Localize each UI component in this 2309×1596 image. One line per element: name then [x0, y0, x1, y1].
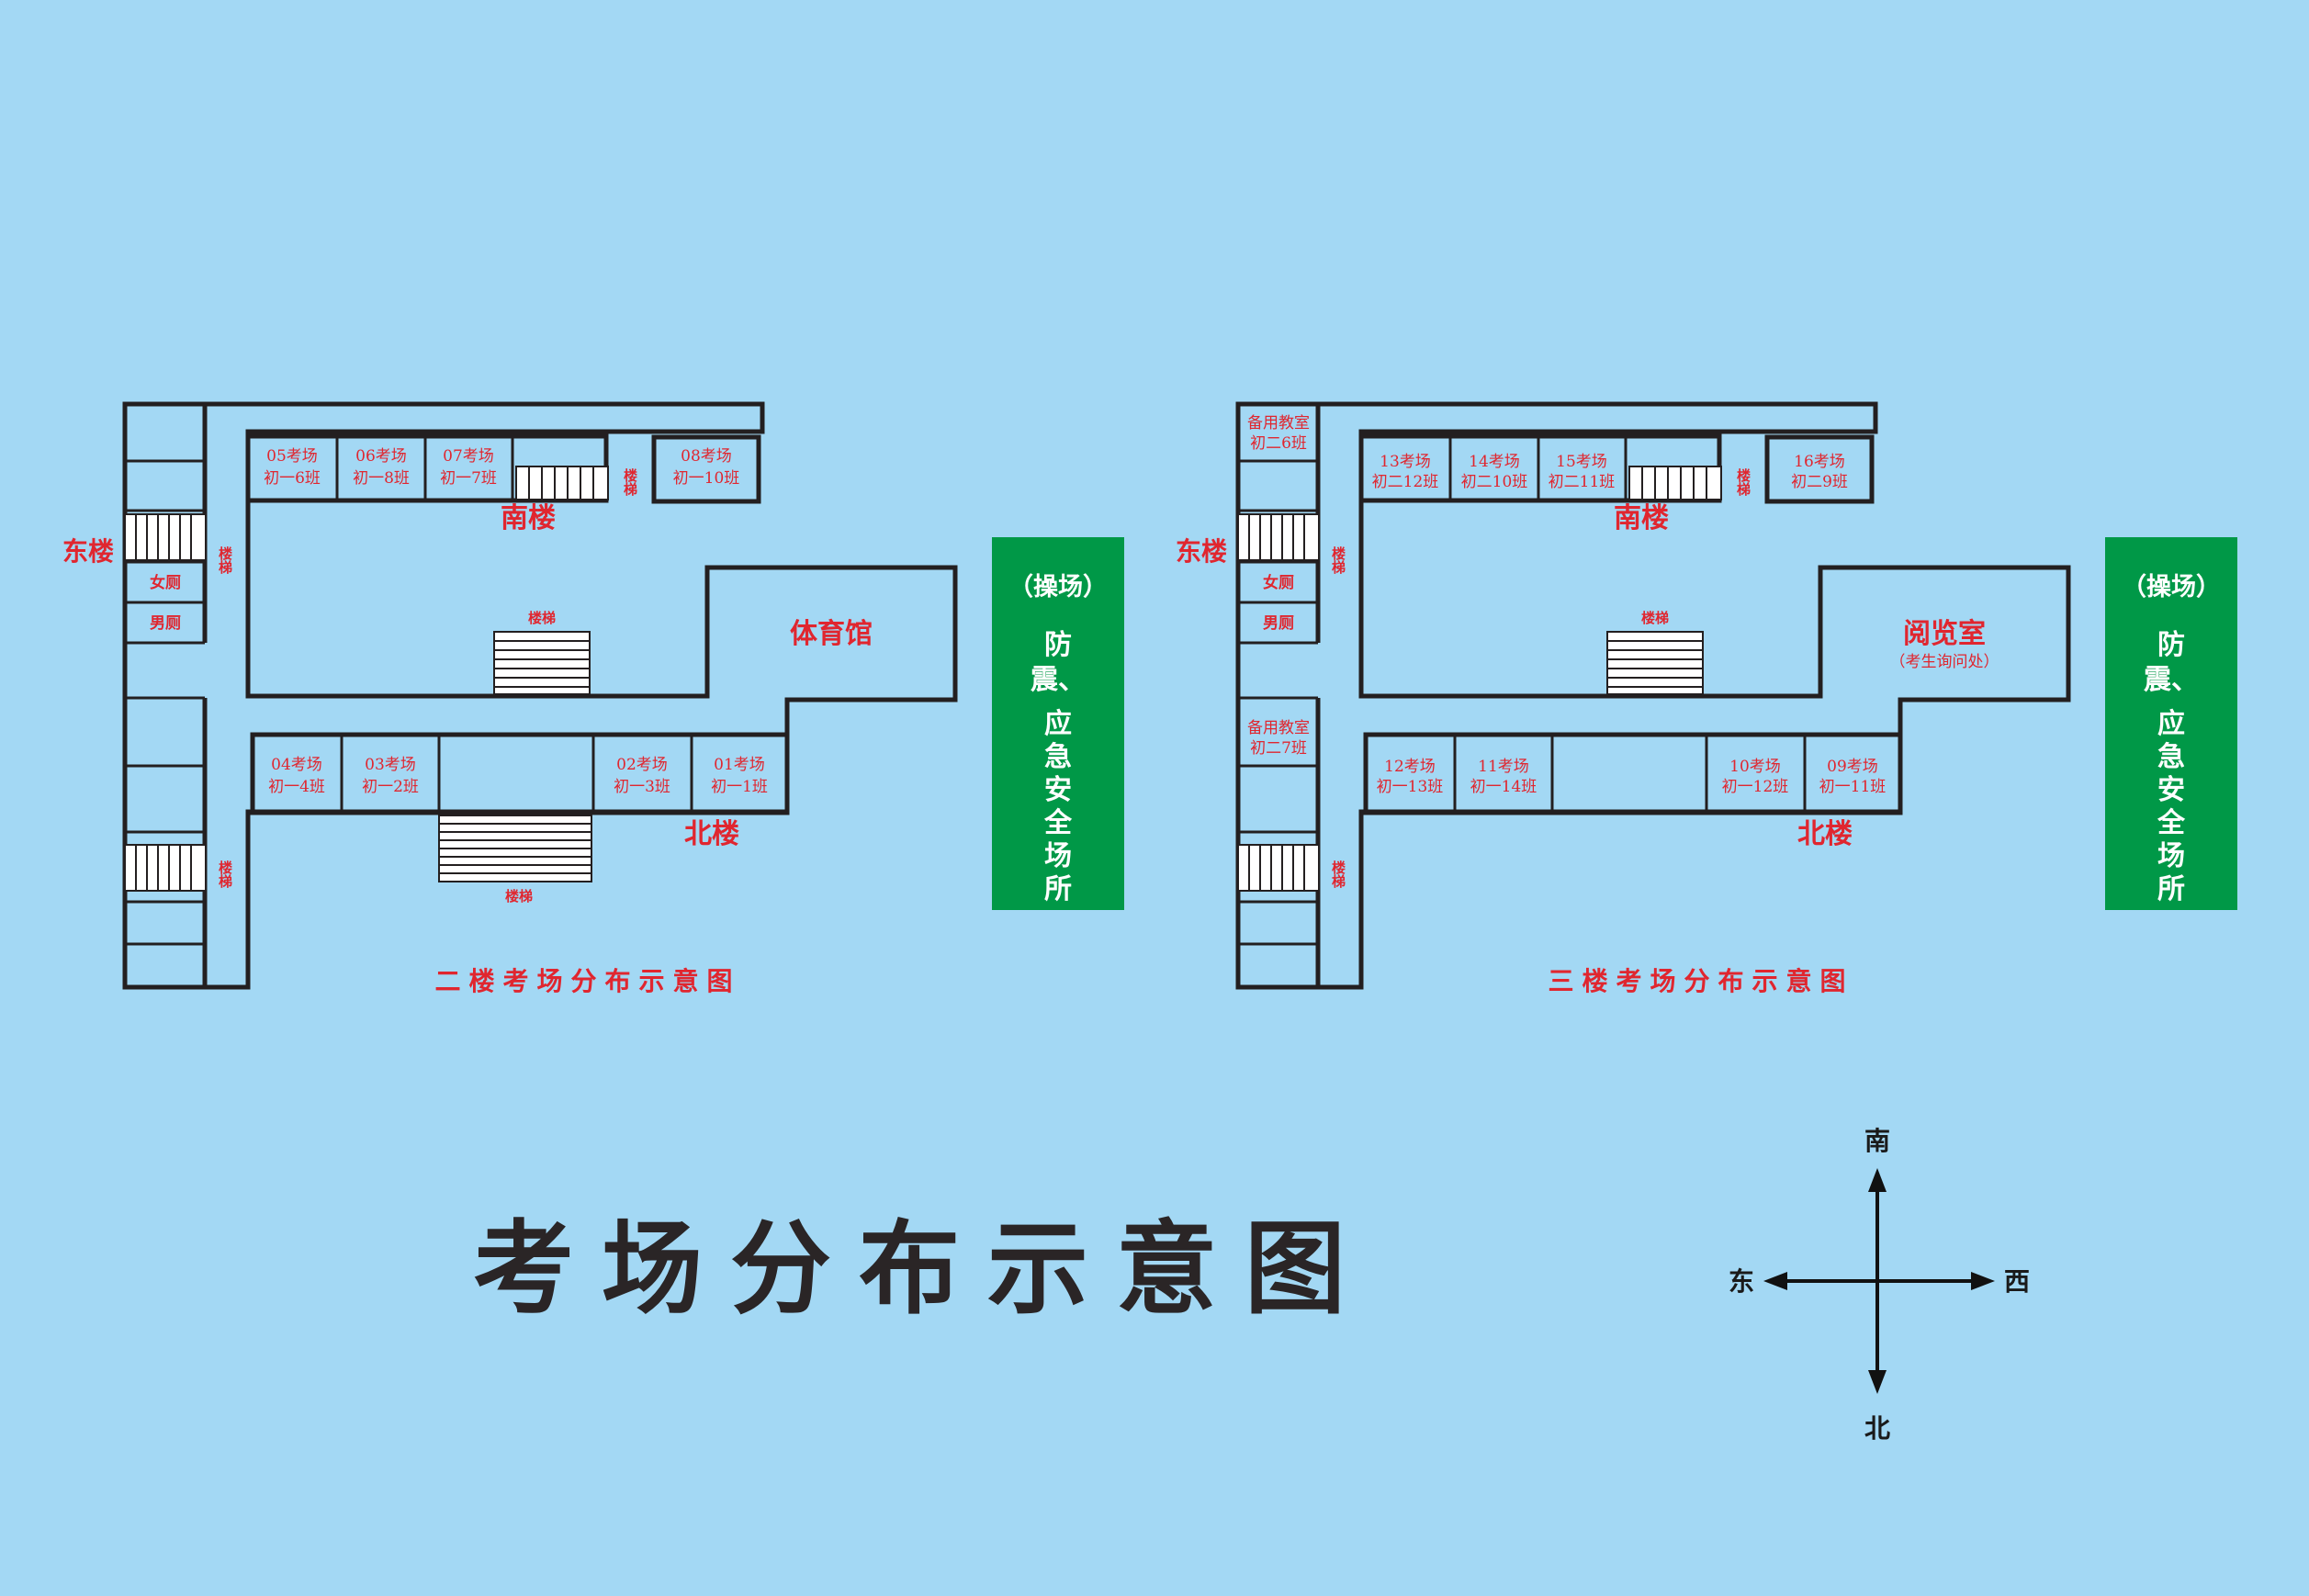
main-title: 考场分布示意图	[473, 1210, 1373, 1328]
floor3-stairs-label: 楼梯	[1641, 610, 1669, 626]
room-class: 初一4班	[268, 778, 325, 796]
safe-zone-line: 急	[1044, 741, 1072, 773]
safe-zone-line: 安	[1044, 774, 1072, 806]
room-class: 初一14班	[1470, 778, 1537, 796]
room-class: 初一11班	[1819, 778, 1887, 796]
floor2-stairs-label: 楼梯	[217, 545, 233, 575]
safe-zone-line: 防	[2157, 629, 2185, 661]
safe-zone-line: 全	[2157, 807, 2186, 839]
safe-zone-line: 应	[2157, 708, 2185, 740]
safe-zone-line: 急	[2157, 741, 2185, 773]
floor2-stairs-label: 楼梯	[217, 860, 233, 889]
spare-room-name: 备用教室	[1247, 414, 1310, 433]
room-name: 05考场	[266, 447, 318, 466]
floor2-stairs-label: 楼梯	[505, 888, 533, 905]
floor3-plan	[1235, 401, 2237, 990]
safe-zone-line: 安	[2157, 774, 2185, 806]
room-name: 13考场	[1380, 453, 1431, 471]
room-name: 10考场	[1729, 758, 1781, 776]
safe-zone-top: （操场）	[2122, 573, 2221, 601]
safe-zone-line: 全	[1043, 807, 1073, 839]
safe-zone-line: 防	[1044, 629, 1072, 661]
floor2-north-rooms: 04考场 初一4班 03考场 初一2班 02考场 初一3班 01考场 初一1班	[268, 756, 768, 796]
room-name: 08考场	[681, 447, 732, 466]
floor2-stairs-label: 楼梯	[622, 467, 638, 497]
safe-zone-line: 所	[2157, 873, 2185, 905]
floor2-safe-zone-text: （操场） 防 震、 应 急 安 全 场 所	[1008, 573, 1108, 905]
floor2-north-building-label: 北楼	[684, 818, 739, 850]
room-class: 初一8班	[353, 469, 410, 488]
spare-room-class: 初二7班	[1250, 739, 1307, 758]
floor2-east-building-label: 东楼	[62, 536, 114, 567]
floor3-north-building-label: 北楼	[1797, 818, 1853, 850]
compass-west-label: 西	[2004, 1266, 2030, 1297]
room-name: 07考场	[443, 447, 494, 466]
spare-room-name: 备用教室	[1247, 719, 1310, 737]
room-class: 初一1班	[711, 778, 768, 796]
floor2-south-rooms: 05考场 初一6班 06考场 初一8班 07考场 初一7班 08考场 初一10班	[264, 447, 739, 488]
floor2-female-toilet: 女厕	[150, 573, 181, 592]
compass-icon	[1763, 1168, 1995, 1394]
room-class: 初二10班	[1461, 473, 1528, 491]
compass-south-label: 南	[1864, 1126, 1890, 1156]
room-name: 01考场	[714, 756, 765, 774]
room-name: 15考场	[1556, 453, 1607, 471]
floor2-safe-zone	[992, 537, 1124, 910]
room-class: 初一3班	[614, 778, 670, 796]
room-name: 06考场	[355, 447, 407, 466]
floor3-south-rooms: 13考场 初二12班 14考场 初二10班 15考场 初二11班 16考场 初二…	[1372, 453, 1848, 491]
floor2-south-building-label: 南楼	[501, 502, 556, 534]
room-name: 04考场	[271, 756, 322, 774]
floor2-male-toilet: 男厕	[150, 614, 181, 633]
floor3-south-building-label: 南楼	[1614, 502, 1669, 534]
floor3-stairs-label: 楼梯	[1735, 467, 1751, 497]
room-class: 初一2班	[362, 778, 419, 796]
safe-zone-line: 震、	[2144, 664, 2199, 696]
floor3-east-building-label: 东楼	[1176, 536, 1227, 567]
room-class: 初一10班	[673, 469, 740, 488]
safe-zone-line: 所	[1044, 873, 1072, 905]
room-name: 02考场	[616, 756, 668, 774]
floor2-plan	[122, 401, 1124, 990]
room-name: 14考场	[1469, 453, 1520, 471]
floor2-gym-label: 体育馆	[790, 618, 873, 650]
room-name: 03考场	[365, 756, 416, 774]
floor3-caption: 三楼考场分布示意图	[1548, 966, 1853, 996]
safe-zone-line: 应	[1044, 708, 1072, 740]
floor3-stairs-label: 楼梯	[1330, 545, 1346, 575]
floor3-male-toilet: 男厕	[1263, 614, 1294, 633]
room-name: 09考场	[1827, 758, 1878, 776]
compass-north-label: 北	[1864, 1413, 1890, 1444]
floor3-stairs-label: 楼梯	[1330, 860, 1346, 889]
safe-zone-line: 场	[2157, 840, 2185, 872]
room-name: 12考场	[1384, 758, 1436, 776]
spare-room-class: 初二6班	[1250, 434, 1307, 453]
floor3-safe-zone	[2105, 537, 2237, 910]
floor3-female-toilet: 女厕	[1263, 573, 1294, 592]
floor3-walls	[1235, 401, 2071, 990]
room-name: 11考场	[1478, 758, 1529, 776]
safe-zone-line: 震、	[1031, 664, 1086, 696]
room-class: 初二11班	[1549, 473, 1616, 491]
safe-zone-line: 场	[1044, 840, 1072, 872]
room-class: 初一7班	[440, 469, 497, 488]
room-name: 16考场	[1794, 453, 1845, 471]
room-class: 初一6班	[264, 469, 321, 488]
floor3-reading-room-note: （考生询问处）	[1890, 653, 1999, 671]
floor3-safe-zone-text: （操场） 防 震、 应 急 安 全 场 所	[2122, 573, 2221, 905]
compass-east-label: 东	[1729, 1266, 1754, 1297]
floor3-reading-room-label: 阅览室	[1903, 618, 1986, 650]
safe-zone-top: （操场）	[1008, 573, 1108, 601]
floor2-caption: 二楼考场分布示意图	[434, 966, 740, 996]
room-class: 初二12班	[1372, 473, 1439, 491]
room-class: 初一13班	[1377, 778, 1444, 796]
room-class: 初二9班	[1791, 473, 1848, 491]
floor3-north-rooms: 12考场 初一13班 11考场 初一14班 10考场 初一12班 09考场 初一…	[1377, 758, 1887, 796]
floor2-stairs-label: 楼梯	[528, 610, 556, 626]
room-class: 初一12班	[1722, 778, 1789, 796]
